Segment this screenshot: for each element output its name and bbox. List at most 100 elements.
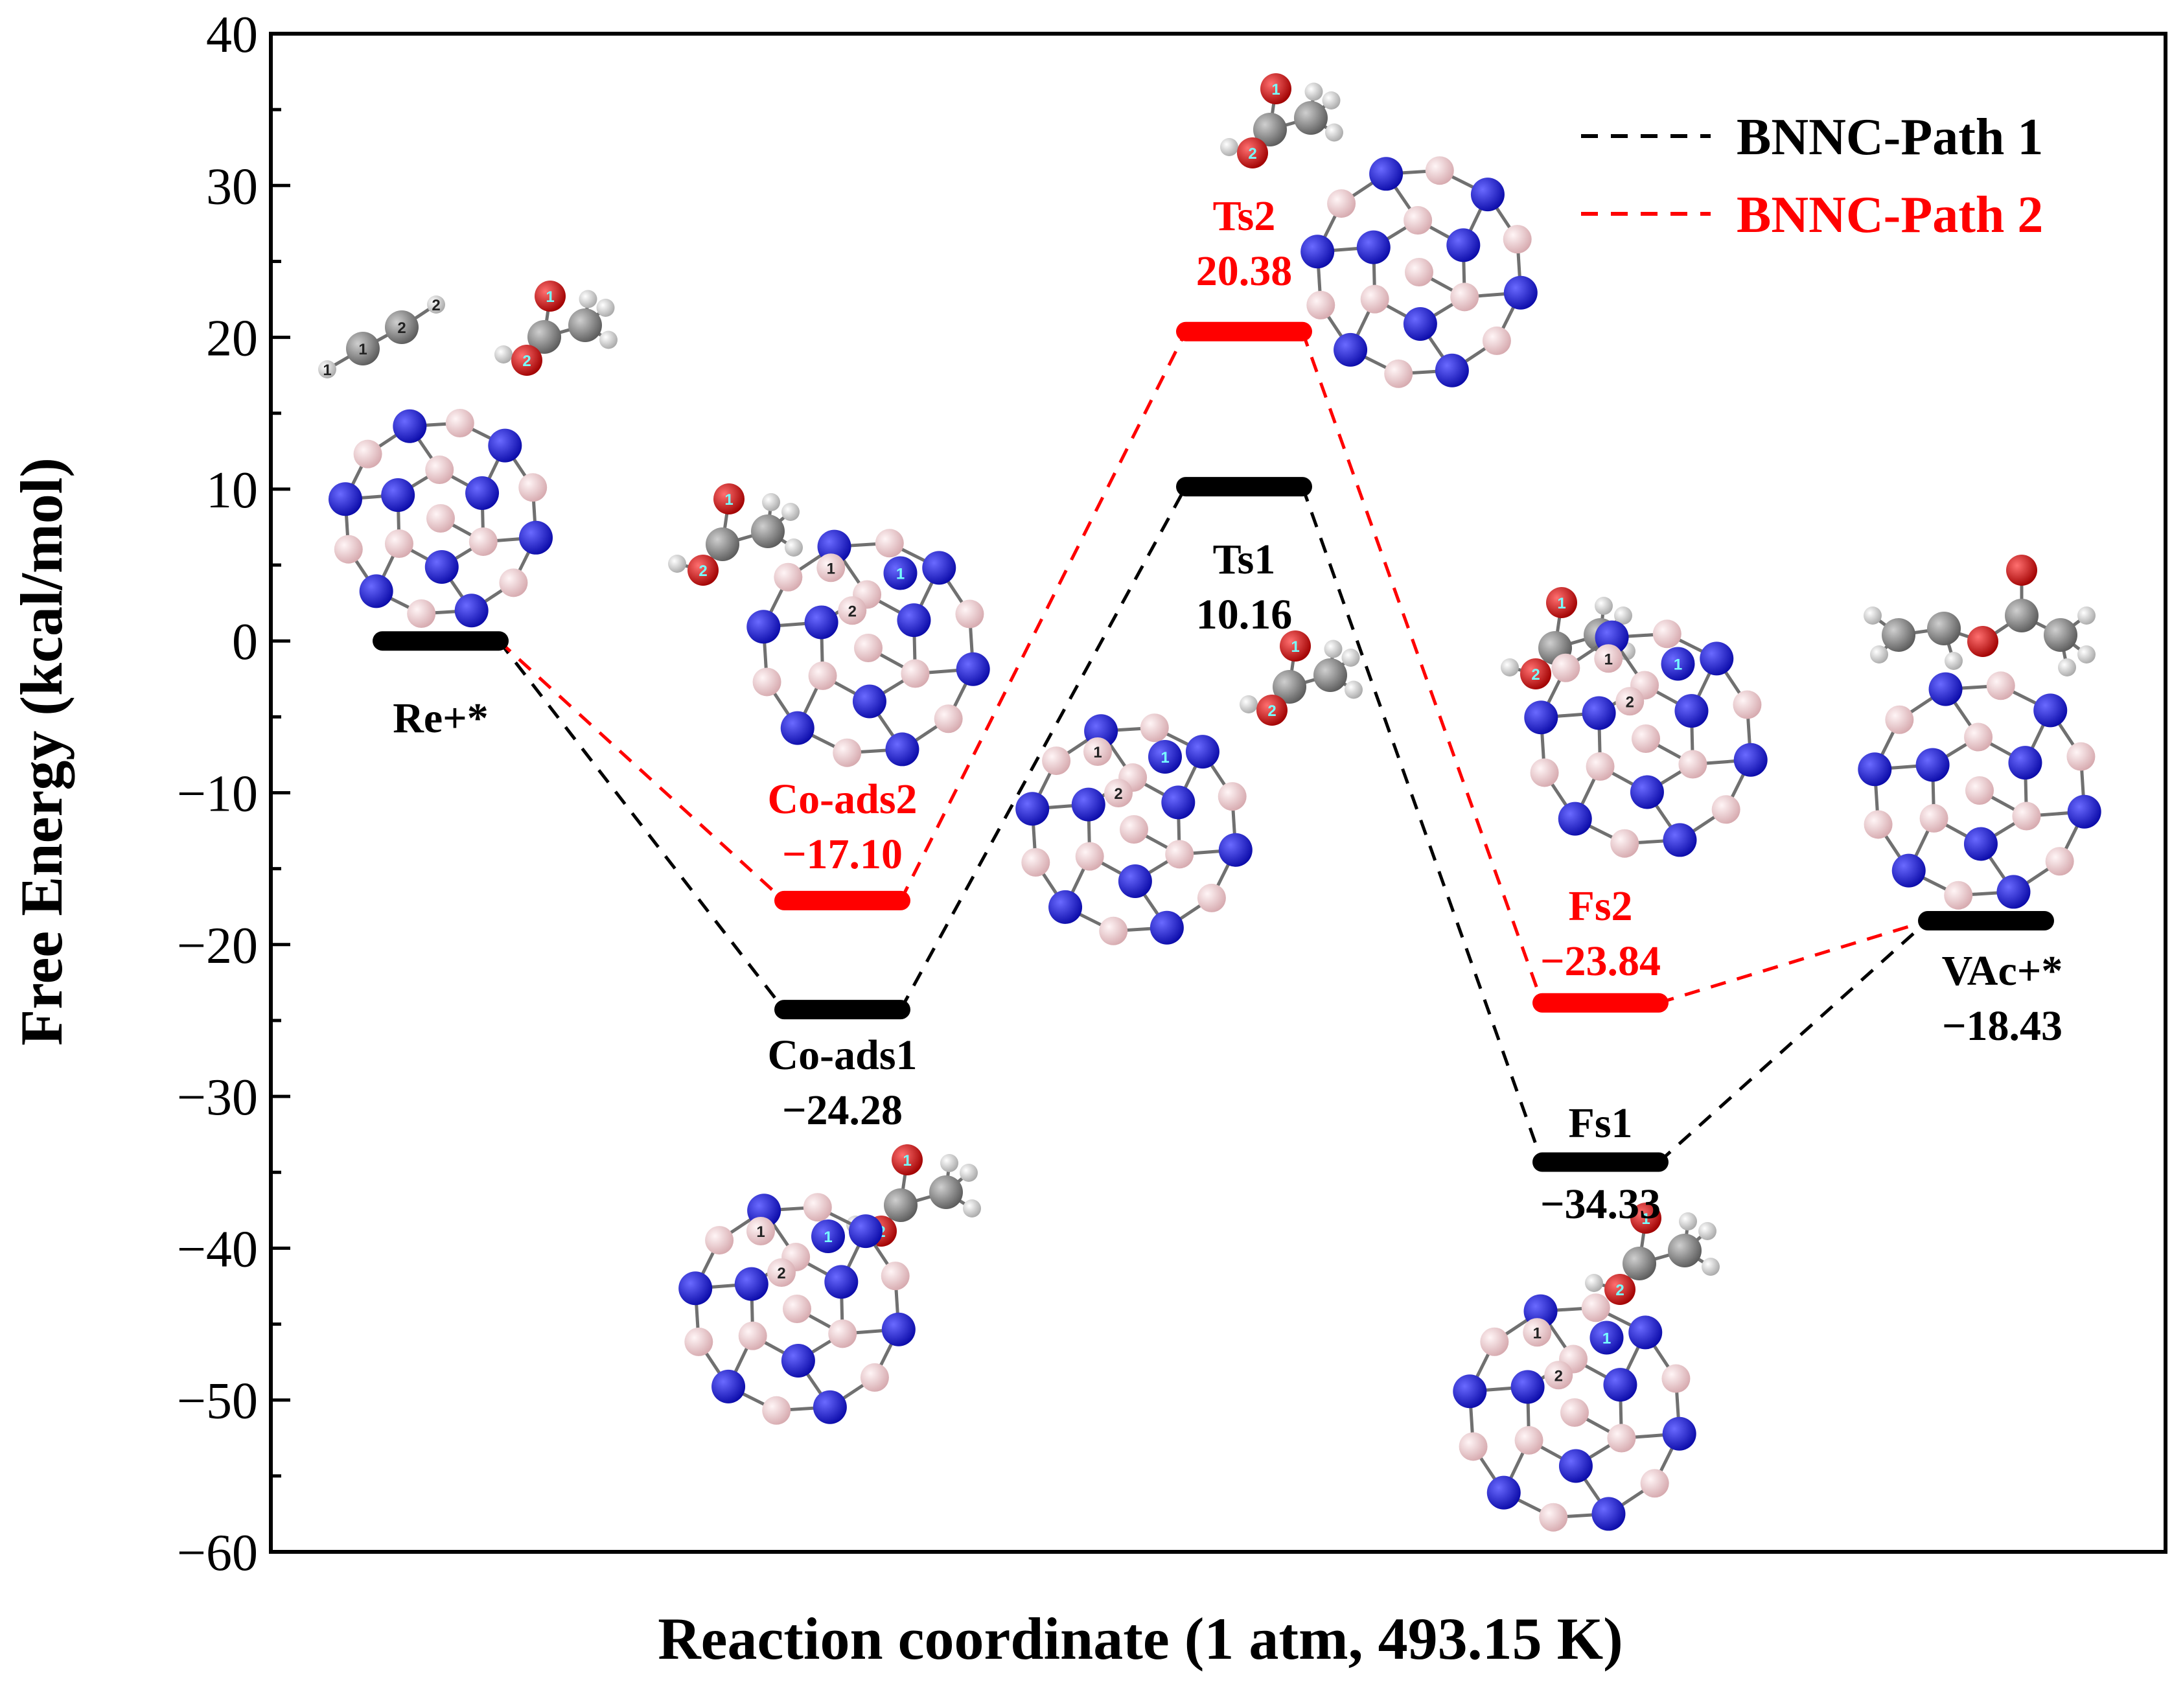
- atom-c: [884, 1188, 918, 1222]
- atom-label: 2: [848, 603, 857, 620]
- atom-label: 2: [522, 352, 531, 370]
- atom-n: [678, 1271, 713, 1306]
- atom-c: [1668, 1234, 1702, 1267]
- atom-c: [1294, 101, 1328, 135]
- atom-h: [1679, 1212, 1697, 1230]
- atom-c: [1313, 658, 1347, 692]
- atom-b: [854, 634, 883, 662]
- atom-o: [1256, 695, 1288, 726]
- atom-o: [1630, 1203, 1661, 1234]
- atom-b: [767, 1258, 796, 1287]
- atom-c: [751, 514, 785, 548]
- atom-n: [1218, 833, 1253, 867]
- atom-h: [762, 493, 780, 511]
- atom-n: [922, 551, 956, 585]
- atom-o: [1604, 1274, 1635, 1305]
- atom-b: [838, 596, 867, 625]
- state-value-fs2: −23.84: [1540, 938, 1661, 985]
- molecule-re-cage: [328, 408, 553, 629]
- atom-h: [1702, 1258, 1720, 1276]
- connector-path-2: [1658, 919, 1928, 1005]
- connector-path-2: [498, 640, 785, 902]
- atom-c: [1927, 612, 1961, 645]
- atom-b: [1480, 1327, 1509, 1356]
- atom-n: [1403, 306, 1437, 341]
- atom-o: [2006, 555, 2037, 586]
- state-label-ts2: Ts2: [1213, 192, 1276, 240]
- state-label-fs2: Fs2: [1569, 883, 1633, 930]
- atom-b: [1530, 758, 1559, 787]
- atom-c: [527, 320, 561, 354]
- atom-n: [1858, 752, 1892, 787]
- atom-b: [1404, 206, 1433, 235]
- molecule-ts1-fragment: 12: [1240, 630, 1363, 726]
- atom-label: 2: [699, 562, 707, 580]
- atom-b: [468, 527, 498, 556]
- atom-b: [875, 529, 904, 558]
- atom-h: [1240, 695, 1258, 713]
- atom-label: 1: [827, 560, 835, 577]
- atom-n: [804, 605, 838, 640]
- atom-n: [897, 603, 931, 638]
- atom-b: [1083, 737, 1112, 766]
- atom-n: [811, 1219, 845, 1253]
- atom-n: [1185, 735, 1219, 769]
- atom-label: 1: [903, 1152, 911, 1170]
- atom-b: [934, 704, 963, 733]
- atom-b: [334, 535, 363, 564]
- atom-n: [1996, 875, 2031, 909]
- atom-n: [1630, 775, 1664, 809]
- atom-h: [960, 1164, 978, 1182]
- atom-h: [1220, 138, 1238, 156]
- state-label-re: Re+*: [393, 695, 489, 742]
- atom-n: [1161, 785, 1196, 820]
- atom-b: [1405, 258, 1433, 286]
- atom-h: [1864, 606, 1882, 625]
- atom-label: 1: [1641, 1210, 1650, 1228]
- atom-b: [1523, 1318, 1552, 1347]
- legend-label-path-1: BNNC-Path 1: [1737, 109, 2043, 166]
- atom-n: [381, 478, 415, 513]
- atom-n: [393, 409, 427, 443]
- atom-b: [2066, 742, 2096, 771]
- molecule-ts2-fragment: 12: [1220, 73, 1343, 168]
- atom-b: [1539, 1503, 1568, 1532]
- atom-b: [1099, 916, 1128, 945]
- molecule-vac: [1864, 555, 2096, 676]
- atom-b: [705, 1226, 734, 1255]
- y-tick-label: −40: [177, 1221, 258, 1278]
- atom-b: [1104, 779, 1133, 807]
- atom-h: [785, 538, 803, 557]
- atom-h: [579, 290, 597, 308]
- atom-b: [955, 599, 984, 629]
- y-tick-label: −10: [177, 766, 258, 823]
- atom-c: [1623, 1247, 1656, 1280]
- atom-label: 2: [432, 297, 440, 314]
- atom-label: 1: [323, 362, 331, 379]
- atom-label: 1: [1093, 744, 1102, 761]
- atom-h: [1501, 658, 1519, 676]
- atom-n: [1674, 694, 1709, 728]
- atom-c: [2044, 618, 2077, 652]
- atom-n: [328, 482, 362, 516]
- atom-b: [518, 473, 548, 502]
- y-tick-label: −20: [177, 917, 258, 975]
- atom-n: [1524, 700, 1558, 735]
- atom-n: [1558, 802, 1592, 836]
- atom-b: [828, 1319, 857, 1348]
- atom-n: [1558, 1449, 1593, 1483]
- y-tick-label: −30: [177, 1069, 258, 1126]
- atom-label: 1: [1604, 651, 1613, 668]
- state-label-ts1: Ts1: [1213, 536, 1276, 583]
- atom-b: [445, 408, 474, 437]
- atom-label: 1: [1161, 749, 1169, 767]
- atom-b: [1459, 1432, 1488, 1461]
- atom-b: [1120, 815, 1148, 844]
- atom-n: [1589, 1321, 1624, 1355]
- atom-h: [1870, 645, 1888, 664]
- atom-n: [1369, 157, 1404, 191]
